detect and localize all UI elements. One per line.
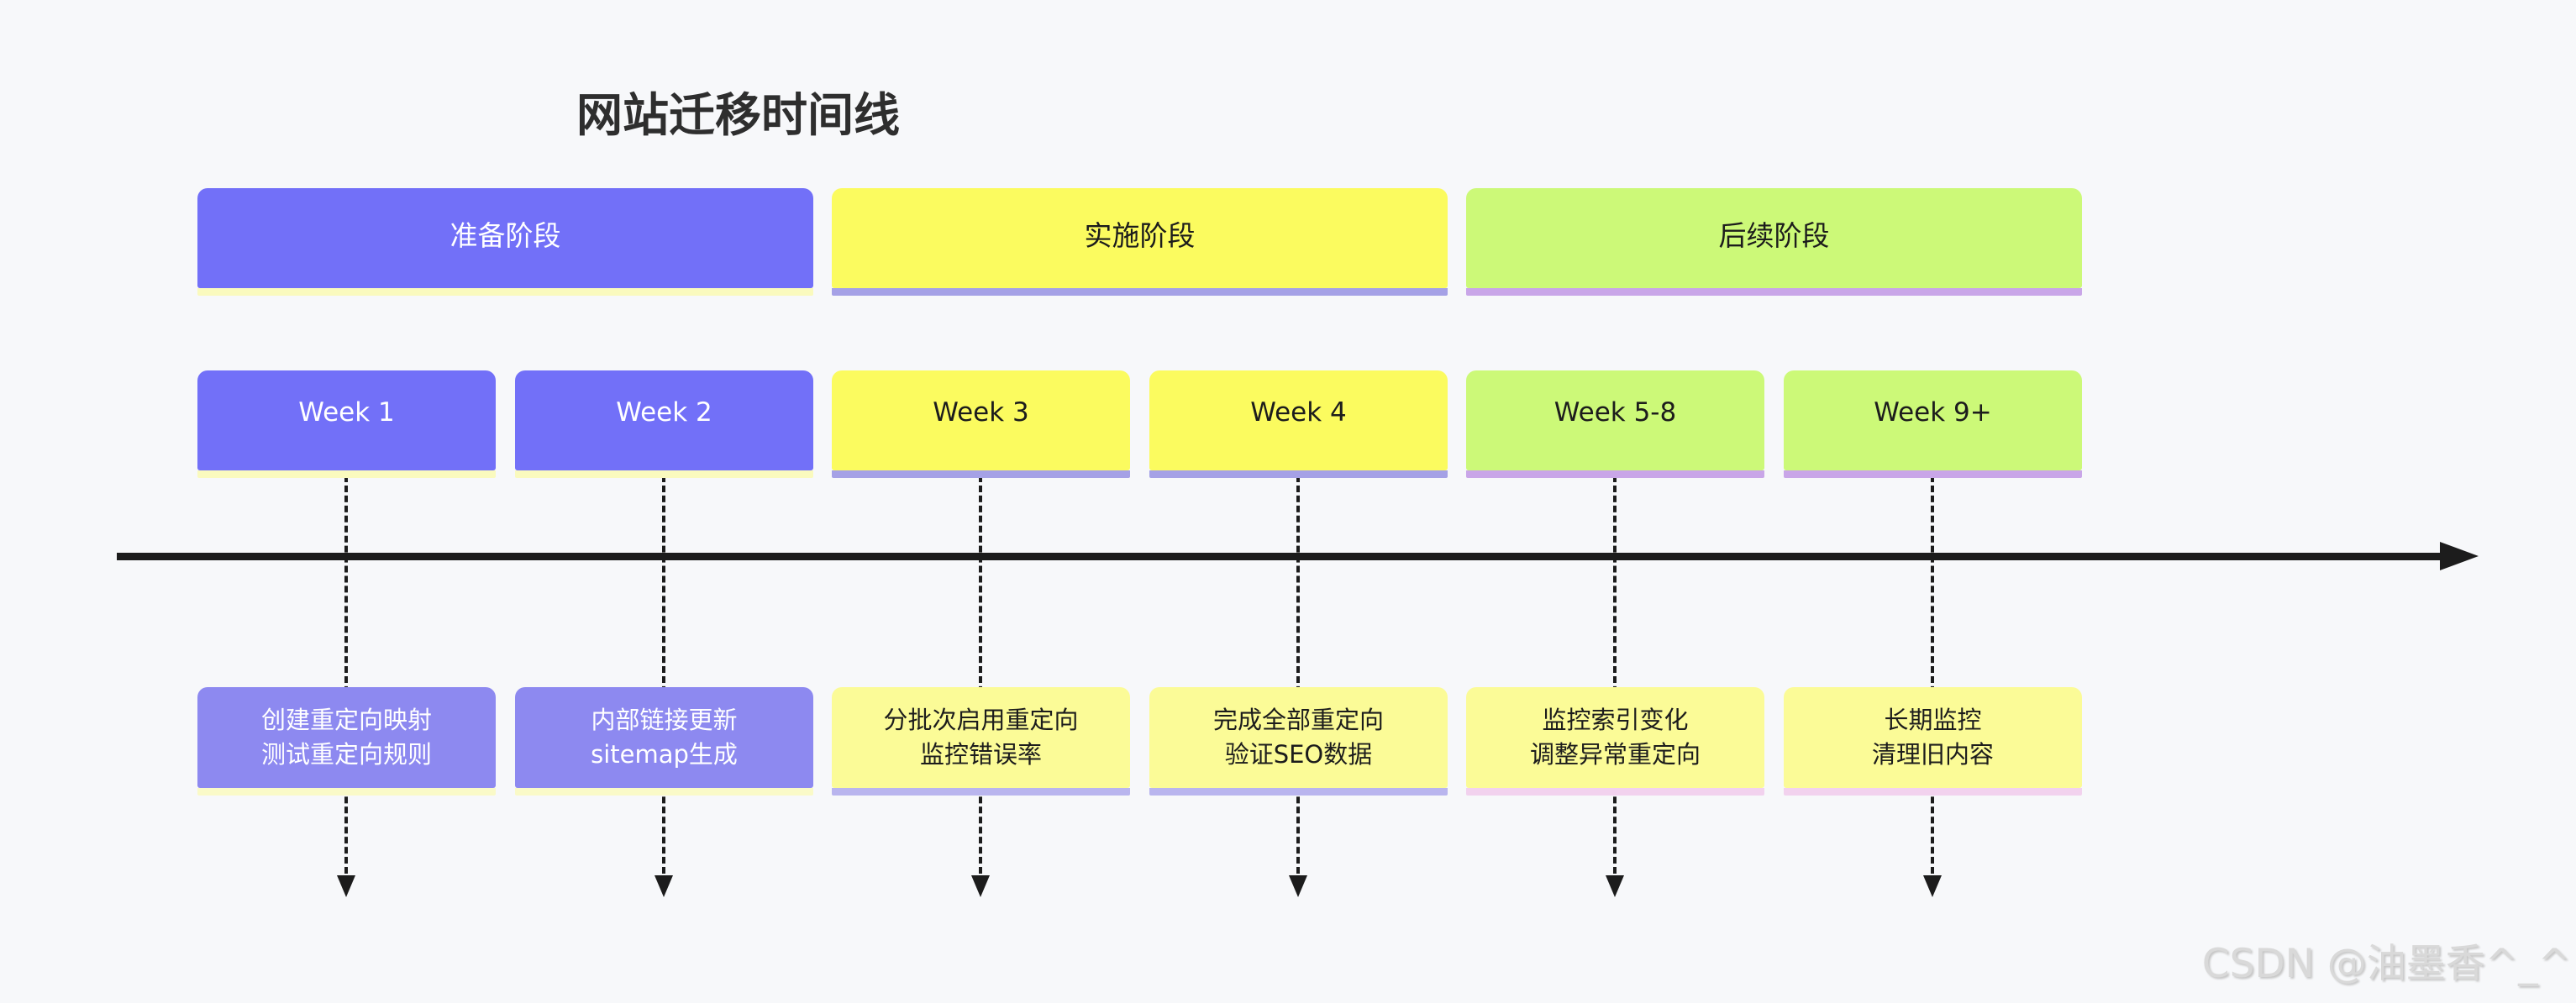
week-label: Week 3 — [933, 397, 1029, 428]
week-label: Week 1 — [298, 397, 395, 428]
week-box-9plus: Week 9+ — [1784, 370, 2082, 478]
phase-label: 准备阶段 — [449, 219, 561, 252]
task-line: 创建重定向映射 — [260, 706, 432, 734]
task-line: 清理旧内容 — [1871, 740, 1994, 769]
box-shadow-stripe — [515, 788, 813, 796]
task-box-1: 创建重定向映射 测试重定向规则 — [197, 687, 496, 796]
box-shadow-stripe — [515, 470, 813, 478]
box-shadow-stripe — [832, 288, 1448, 296]
task-text: 创建重定向映射 测试重定向规则 — [261, 703, 432, 772]
box-shadow-stripe — [1466, 470, 1764, 478]
week-box-2: Week 2 — [515, 370, 813, 478]
task-line: 监控索引变化 — [1542, 706, 1689, 734]
week-label: Week 9+ — [1874, 397, 1992, 428]
connector-arrowhead-icon-2 — [655, 875, 673, 897]
task-text: 内部链接更新 sitemap生成 — [591, 703, 738, 772]
task-line: 测试重定向规则 — [260, 740, 432, 769]
week-box-1: Week 1 — [197, 370, 496, 478]
timeline-axis-arrowhead-icon — [2440, 542, 2479, 570]
page-title: 网站迁移时间线 — [576, 88, 901, 142]
box-shadow-stripe — [197, 470, 496, 478]
task-text: 完成全部重定向 验证SEO数据 — [1213, 703, 1384, 772]
week-box-5-8: Week 5-8 — [1466, 370, 1764, 478]
week-label: Week 4 — [1250, 397, 1347, 428]
task-text: 分批次启用重定向 监控错误率 — [883, 703, 1078, 772]
task-line: 验证SEO数据 — [1224, 740, 1373, 769]
task-box-2: 内部链接更新 sitemap生成 — [515, 687, 813, 796]
task-line: 长期监控 — [1884, 706, 1982, 734]
phase-box-followup: 后续阶段 — [1466, 188, 2082, 296]
week-box-4: Week 4 — [1149, 370, 1448, 478]
box-shadow-stripe — [197, 788, 496, 796]
task-box-5: 监控索引变化 调整异常重定向 — [1466, 687, 1764, 796]
box-shadow-stripe — [1784, 470, 2082, 478]
connector-dashed-line-6 — [1931, 475, 1934, 874]
task-line: 分批次启用重定向 — [883, 706, 1079, 734]
box-shadow-stripe — [832, 470, 1130, 478]
box-shadow-stripe — [1466, 788, 1764, 796]
connector-arrowhead-icon-6 — [1923, 875, 1942, 897]
task-text: 长期监控 清理旧内容 — [1872, 703, 1994, 772]
task-box-3: 分批次启用重定向 监控错误率 — [832, 687, 1130, 796]
connector-arrowhead-icon-3 — [971, 875, 990, 897]
week-label: Week 5-8 — [1553, 397, 1677, 428]
week-label: Week 2 — [616, 397, 712, 428]
week-box-3: Week 3 — [832, 370, 1130, 478]
connector-dashed-line-2 — [662, 475, 665, 874]
connector-dashed-line-3 — [979, 475, 982, 874]
box-shadow-stripe — [1784, 788, 2082, 796]
phase-box-preparation: 准备阶段 — [197, 188, 813, 296]
connector-arrowhead-icon-5 — [1606, 875, 1624, 897]
box-shadow-stripe — [1149, 788, 1448, 796]
box-shadow-stripe — [832, 788, 1130, 796]
connector-arrowhead-icon-4 — [1289, 875, 1307, 897]
connector-dashed-line-5 — [1613, 475, 1617, 874]
phase-label: 后续阶段 — [1718, 219, 1830, 252]
timeline-axis-line — [117, 553, 2442, 560]
phase-label: 实施阶段 — [1084, 219, 1196, 252]
task-line: 调整异常重定向 — [1529, 740, 1701, 769]
task-box-4: 完成全部重定向 验证SEO数据 — [1149, 687, 1448, 796]
box-shadow-stripe — [1466, 288, 2082, 296]
box-shadow-stripe — [197, 288, 813, 296]
connector-dashed-line-1 — [344, 475, 348, 874]
connector-arrowhead-icon-1 — [337, 875, 355, 897]
task-line: 监控错误率 — [919, 740, 1042, 769]
task-text: 监控索引变化 调整异常重定向 — [1530, 703, 1701, 772]
task-line: sitemap生成 — [591, 740, 738, 769]
task-line: 完成全部重定向 — [1212, 706, 1384, 734]
connector-dashed-line-4 — [1296, 475, 1300, 874]
task-line: 内部链接更新 — [591, 706, 738, 734]
box-shadow-stripe — [1149, 470, 1448, 478]
task-box-6: 长期监控 清理旧内容 — [1784, 687, 2082, 796]
watermark: CSDN @油墨香^_^ — [2201, 941, 2571, 987]
phase-box-implementation: 实施阶段 — [832, 188, 1448, 296]
